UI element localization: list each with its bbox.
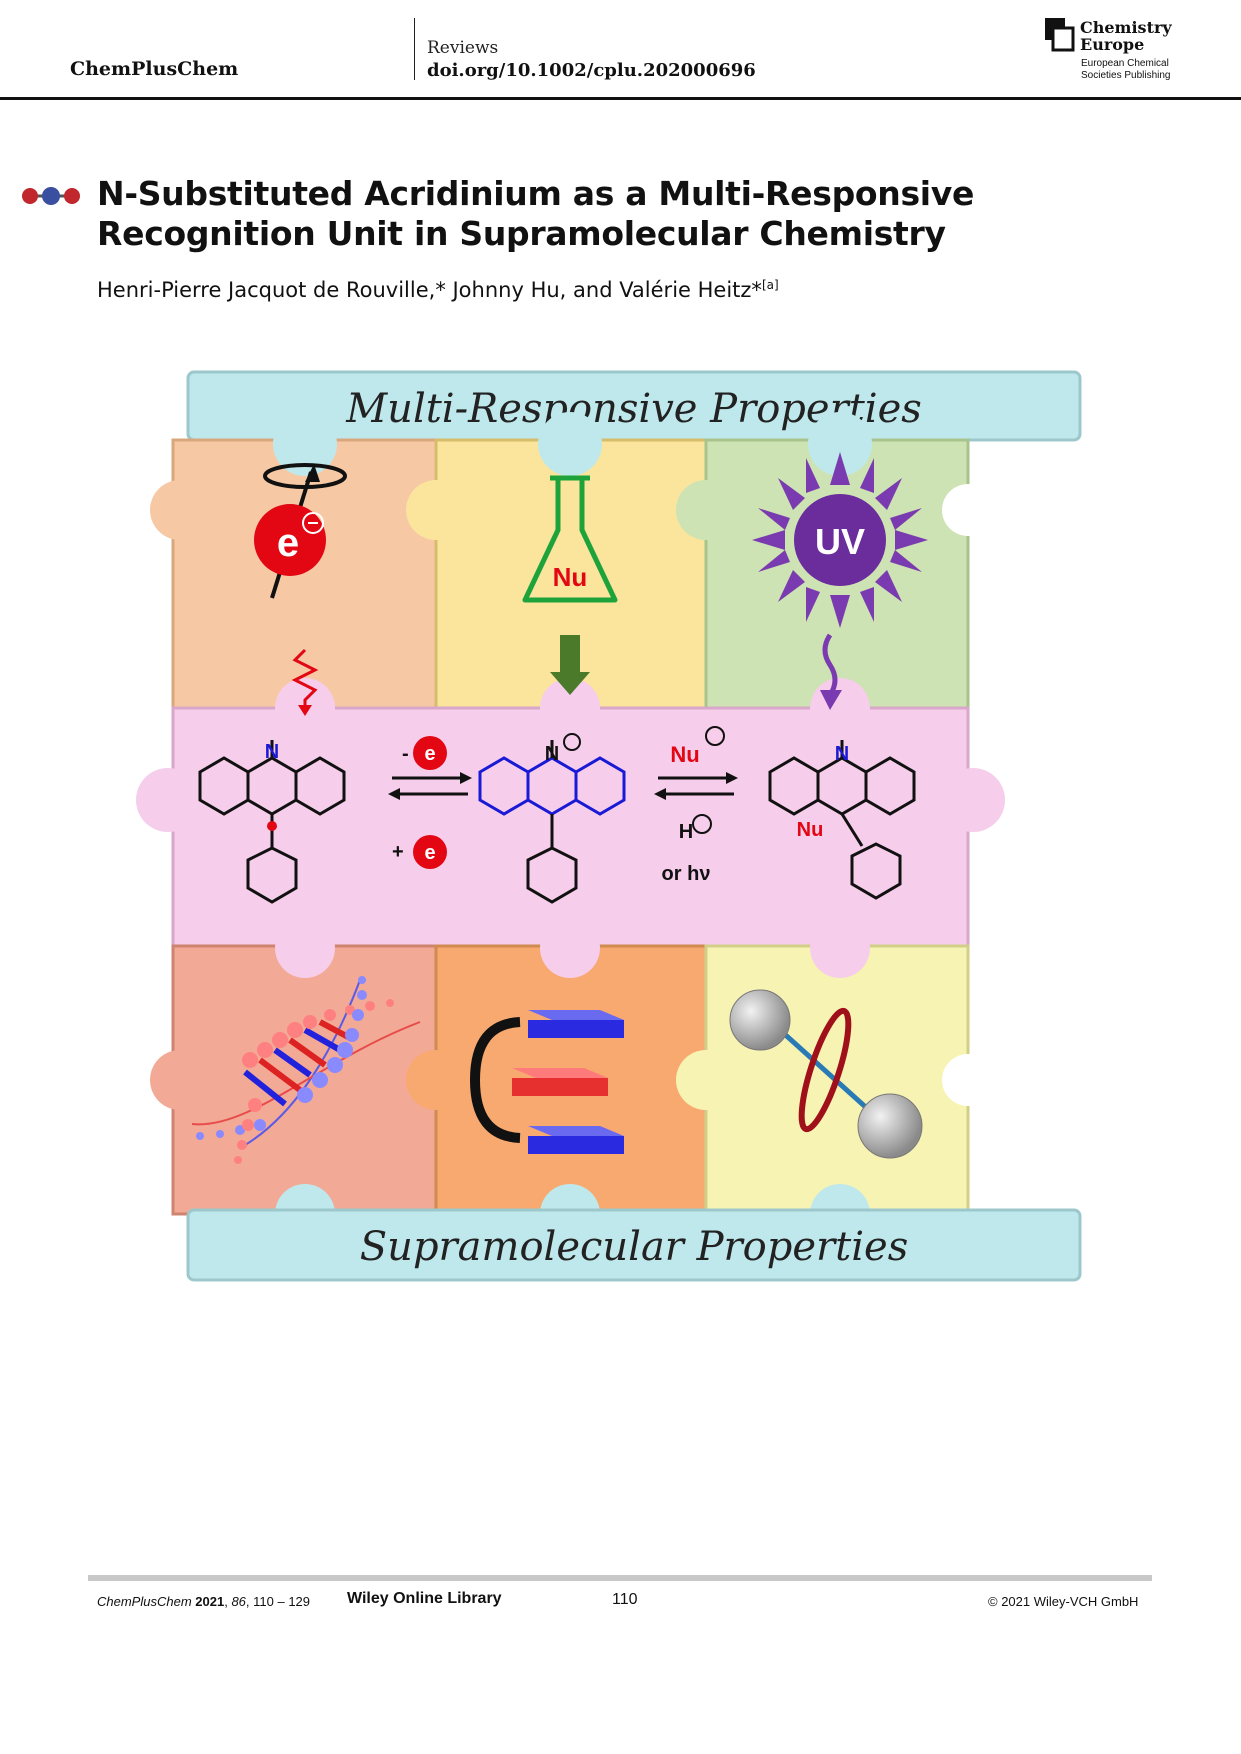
graphical-abstract-figure: Multi-Responsive Properties e Nu: [136, 370, 1082, 1282]
nu-label-arrow: Nu: [670, 742, 699, 767]
nu-side-tab: [406, 480, 466, 540]
footer-citation: ChemPlusChem 2021, 86, 110 – 129: [97, 1594, 311, 1609]
publisher-name-line1: Chemistry: [1080, 18, 1172, 37]
header-divider: [414, 18, 415, 80]
n-label-left: N: [265, 741, 279, 763]
nucleophile-arrow: [560, 635, 580, 675]
footer-volume: 86: [231, 1594, 246, 1609]
page-number: 110: [612, 1591, 638, 1608]
radical-dot: [267, 821, 277, 831]
acridinium-piece: [171, 706, 970, 948]
uv-notch: [942, 484, 994, 536]
section-label: Reviews: [427, 38, 499, 58]
spin-arrow-icon: [305, 464, 320, 482]
photo-arrow: [822, 633, 838, 697]
minus-sign: -: [402, 743, 409, 765]
footer-rule: [88, 1575, 1152, 1581]
footer-pages: 110 – 129: [253, 1594, 311, 1609]
copyright: © 2021 Wiley-VCH GmbH: [988, 1594, 1139, 1609]
electron-in-label: e: [424, 842, 435, 864]
uv-label: UV: [815, 521, 865, 562]
electron-side-tab: [150, 480, 210, 540]
flask-icon: [522, 475, 618, 603]
chemistry-europe-logo-icon: [1045, 18, 1075, 52]
flask-nu-label: Nu: [553, 562, 588, 592]
acridinyl-radical-structure: [198, 740, 346, 904]
dna-helix-icon: [191, 976, 421, 1164]
article-title-line2: Recognition Unit in Supramolecular Chemi…: [97, 214, 946, 253]
nu-label-adduct: Nu: [797, 819, 824, 841]
publisher-subtitle-line1: European Chemical: [1081, 58, 1169, 69]
publisher-name-line2: Europe: [1080, 35, 1145, 54]
middle-right-tab: [941, 768, 1005, 832]
proton-charge-icon: [692, 814, 712, 834]
bottom-banner-text: Supramolecular Properties: [360, 1224, 908, 1270]
footer-year: 2021: [195, 1594, 225, 1609]
wiley-online-library-link[interactable]: Wiley Online Library: [347, 1590, 502, 1607]
h-label: H: [679, 821, 693, 843]
electron-out-label: e: [424, 743, 435, 765]
plus-sign: +: [392, 841, 404, 863]
electron-charge-icon: [302, 512, 324, 534]
doi-link[interactable]: doi.org/10.1002/cplu.202000696: [427, 60, 756, 81]
electron-transfer-arrow: [291, 648, 319, 708]
bottom-banner-piece: [186, 1208, 1082, 1282]
acridane-adduct-structure: [768, 740, 916, 900]
electron-in-icon: [413, 835, 447, 869]
pi-stacking-icon: [469, 1010, 624, 1154]
n-label-center: N: [545, 743, 559, 765]
uv-side-tab: [676, 480, 736, 540]
banner-tab-3: [808, 412, 872, 476]
article-title-line1: N-Substituted Acridinium as a Multi-Resp…: [97, 174, 975, 213]
middle-left-tab: [136, 768, 200, 832]
publisher-subtitle-line2: Societies Publishing: [1081, 70, 1171, 81]
authors-text: Henri-Pierre Jacquot de Rouville,* Johnn…: [97, 278, 762, 302]
positive-charge-icon: [563, 733, 581, 751]
electron-label: e: [277, 521, 299, 565]
electron-out-icon: [413, 736, 447, 770]
dna-piece: [171, 944, 438, 1216]
or-hv-label: or hν: [662, 863, 711, 885]
footer-journal: ChemPlusChem: [97, 1594, 192, 1609]
journal-name: ChemPlusChem: [70, 58, 239, 80]
n-label-right: N: [835, 743, 849, 765]
molecule-icon: [22, 187, 80, 205]
nu-charge-icon: [705, 726, 725, 746]
electron-piece: [171, 438, 438, 710]
rotaxane-icon: [729, 989, 923, 1159]
author-list: Henri-Pierre Jacquot de Rouville,* Johnn…: [97, 278, 779, 302]
banner-tab-1: [273, 412, 337, 476]
uv-sun-icon: [752, 452, 928, 628]
header-rule: [0, 97, 1241, 100]
banner-tab-2: [538, 412, 602, 476]
affiliation-mark: [a]: [761, 278, 779, 292]
